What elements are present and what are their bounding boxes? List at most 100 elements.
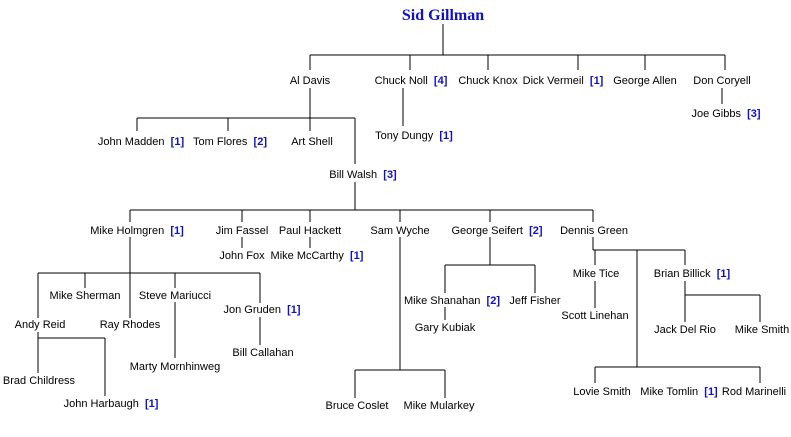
championship-count: [1] (436, 130, 453, 142)
coach-name: Sam Wyche (370, 225, 429, 237)
node-jim-fassel: Jim Fassel (216, 225, 269, 237)
node-gary-kubiak: Gary Kubiak (415, 322, 476, 334)
championship-count: [1] (284, 304, 301, 316)
coach-name: Mike Tomlin (640, 386, 698, 398)
node-mike-sherman: Mike Sherman (50, 290, 121, 302)
coach-name: Ray Rhodes (100, 319, 161, 331)
coach-name: Art Shell (291, 136, 333, 148)
node-paul-hackett: Paul Hackett (279, 225, 341, 237)
node-steve-mariucci: Steve Mariucci (139, 290, 211, 302)
championship-count: [1] (142, 398, 159, 410)
node-bill-callahan: Bill Callahan (232, 347, 293, 359)
node-john-harbaugh: John Harbaugh [1] (64, 398, 159, 410)
championship-count: [3] (744, 108, 761, 120)
coach-name: Jeff Fisher (509, 295, 560, 307)
node-ray-rhodes: Ray Rhodes (100, 319, 161, 331)
coach-name: John Harbaugh (64, 398, 139, 410)
championship-count: [1] (167, 225, 184, 237)
coach-name: Mike Tice (573, 268, 619, 280)
coach-name: Chuck Noll (375, 75, 428, 87)
coach-name: Jon Gruden (223, 304, 280, 316)
coach-name: Jack Del Rio (654, 324, 716, 336)
championship-count: [1] (168, 136, 185, 148)
node-tom-flores: Tom Flores [2] (193, 136, 267, 148)
coach-name: Rod Marinelli (722, 386, 786, 398)
node-mike-holmgren: Mike Holmgren [1] (90, 225, 184, 237)
node-john-fox: John Fox (219, 250, 265, 262)
coach-name: Mike McCarthy (271, 250, 345, 262)
node-jack-del-rio: Jack Del Rio (654, 324, 716, 336)
championship-count: [2] (526, 225, 543, 237)
coach-name: Joe Gibbs (691, 108, 741, 120)
node-chuck-noll: Chuck Noll [4] (375, 75, 448, 87)
node-mike-mularkey: Mike Mularkey (404, 400, 475, 412)
coach-name: Dennis Green (560, 225, 628, 237)
coach-name: Scott Linehan (561, 310, 628, 322)
coach-name: Al Davis (290, 75, 331, 87)
coach-name: George Allen (613, 75, 677, 87)
championship-count: [1] (347, 250, 364, 262)
coach-name: Mike Shanahan (404, 295, 480, 307)
node-brian-billick: Brian Billick [1] (654, 268, 731, 280)
coach-name: Mike Smith (735, 324, 789, 336)
coach-name: Brad Childress (3, 375, 76, 387)
node-scott-linehan: Scott Linehan (561, 310, 628, 322)
node-rod-marinelli: Rod Marinelli (722, 386, 786, 398)
coach-name: Mike Holmgren (90, 225, 164, 237)
node-sid-gillman: Sid Gillman (402, 7, 484, 24)
node-jeff-fisher: Jeff Fisher (509, 295, 560, 307)
tree-connectors (37, 24, 761, 398)
node-george-allen: George Allen (613, 75, 677, 87)
node-lovie-smith: Lovie Smith (573, 386, 630, 398)
node-mike-mccarthy: Mike McCarthy [1] (271, 250, 364, 262)
node-andy-reid: Andy Reid (15, 319, 66, 331)
node-sam-wyche: Sam Wyche (370, 225, 429, 237)
node-mike-smith: Mike Smith (735, 324, 789, 336)
coach-name: Tony Dungy (375, 130, 434, 142)
node-bill-walsh: Bill Walsh [3] (329, 169, 397, 181)
coach-name: John Fox (219, 250, 265, 262)
coach-name: Mike Sherman (50, 290, 121, 302)
node-joe-gibbs: Joe Gibbs [3] (691, 108, 760, 120)
node-marty-mornhinweg: Marty Mornhinweg (130, 361, 220, 373)
coach-name: Don Coryell (693, 75, 750, 87)
node-john-madden: John Madden [1] (98, 136, 185, 148)
coach-name: Bill Walsh (329, 169, 377, 181)
node-tony-dungy: Tony Dungy [1] (375, 130, 453, 142)
node-jon-gruden: Jon Gruden [1] (223, 304, 300, 316)
coach-name: Jim Fassel (216, 225, 269, 237)
node-dick-vermeil: Dick Vermeil [1] (523, 75, 604, 87)
coach-name: Andy Reid (15, 319, 66, 331)
node-mike-tomlin: Mike Tomlin [1] (640, 386, 718, 398)
coach-name: Lovie Smith (573, 386, 630, 398)
node-dennis-green: Dennis Green (560, 225, 628, 237)
coach-name: George Seifert (451, 225, 523, 237)
node-mike-tice: Mike Tice (573, 268, 619, 280)
coach-name: Bruce Coslet (326, 400, 389, 412)
node-brad-childress: Brad Childress (3, 375, 76, 387)
coach-name: Steve Mariucci (139, 290, 211, 302)
coach-name: Paul Hackett (279, 225, 341, 237)
node-chuck-knox: Chuck Knox (458, 75, 518, 87)
coach-name: Mike Mularkey (404, 400, 475, 412)
coach-name: Gary Kubiak (415, 322, 476, 334)
node-mike-shanahan: Mike Shanahan [2] (404, 295, 500, 307)
node-don-coryell: Don Coryell (693, 75, 750, 87)
coach-name: John Madden (98, 136, 165, 148)
coach-name: Bill Callahan (232, 347, 293, 359)
node-al-davis: Al Davis (290, 75, 331, 87)
coach-name: Chuck Knox (458, 75, 518, 87)
championship-count: [2] (250, 136, 267, 148)
node-art-shell: Art Shell (291, 136, 333, 148)
coach-name: Brian Billick (654, 268, 711, 280)
championship-count: [3] (380, 169, 397, 181)
coach-name: Dick Vermeil (523, 75, 584, 87)
championship-count: [4] (431, 75, 448, 87)
championship-count: [1] (714, 268, 731, 280)
node-bruce-coslet: Bruce Coslet (326, 400, 389, 412)
tree-labels: Sid Gillman Al Davis Chuck Noll [4] Chuc… (3, 7, 789, 412)
coach-name: Marty Mornhinweg (130, 361, 220, 373)
championship-count: [1] (587, 75, 604, 87)
coach-name: Tom Flores (193, 136, 248, 148)
